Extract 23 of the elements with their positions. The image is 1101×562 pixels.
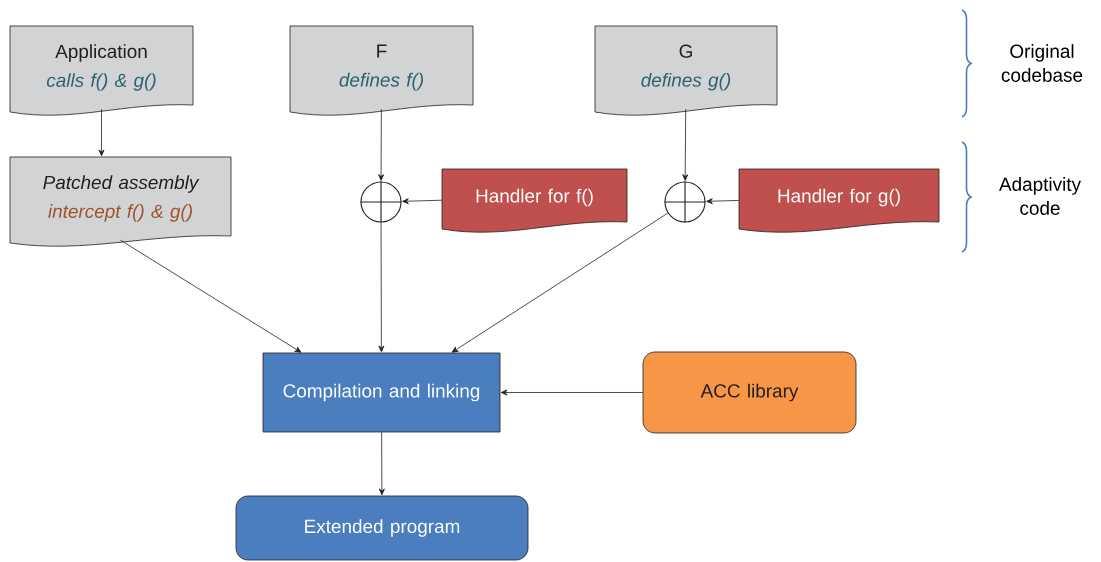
arrow	[120, 239, 302, 353]
process-box: Compilation and linking	[262, 352, 501, 433]
arrow	[378, 431, 385, 496]
brace-label: Adaptivity code	[999, 177, 1081, 215]
document-box: Handler for g()	[738, 168, 940, 233]
brace-label: Original codebase	[1001, 44, 1083, 82]
arrow	[378, 222, 385, 353]
document-box: G defines g()	[594, 25, 778, 116]
document-box: Patched assembly intercept f() & g()	[9, 156, 232, 247]
sum-circle	[359, 180, 403, 224]
arrow	[98, 108, 105, 157]
arrow	[500, 389, 644, 396]
arrow	[682, 108, 689, 181]
arrow	[451, 212, 669, 353]
arrow	[706, 198, 740, 205]
document-box: Application calls f() & g()	[9, 25, 194, 116]
rounded-box: ACC library	[642, 351, 857, 434]
document-box: Handler for f()	[441, 168, 628, 233]
arrow	[378, 108, 385, 181]
rounded-box: Extended program	[235, 495, 529, 561]
document-box: F defines f()	[289, 25, 474, 116]
sum-circle	[663, 180, 707, 224]
arrow	[402, 198, 443, 205]
